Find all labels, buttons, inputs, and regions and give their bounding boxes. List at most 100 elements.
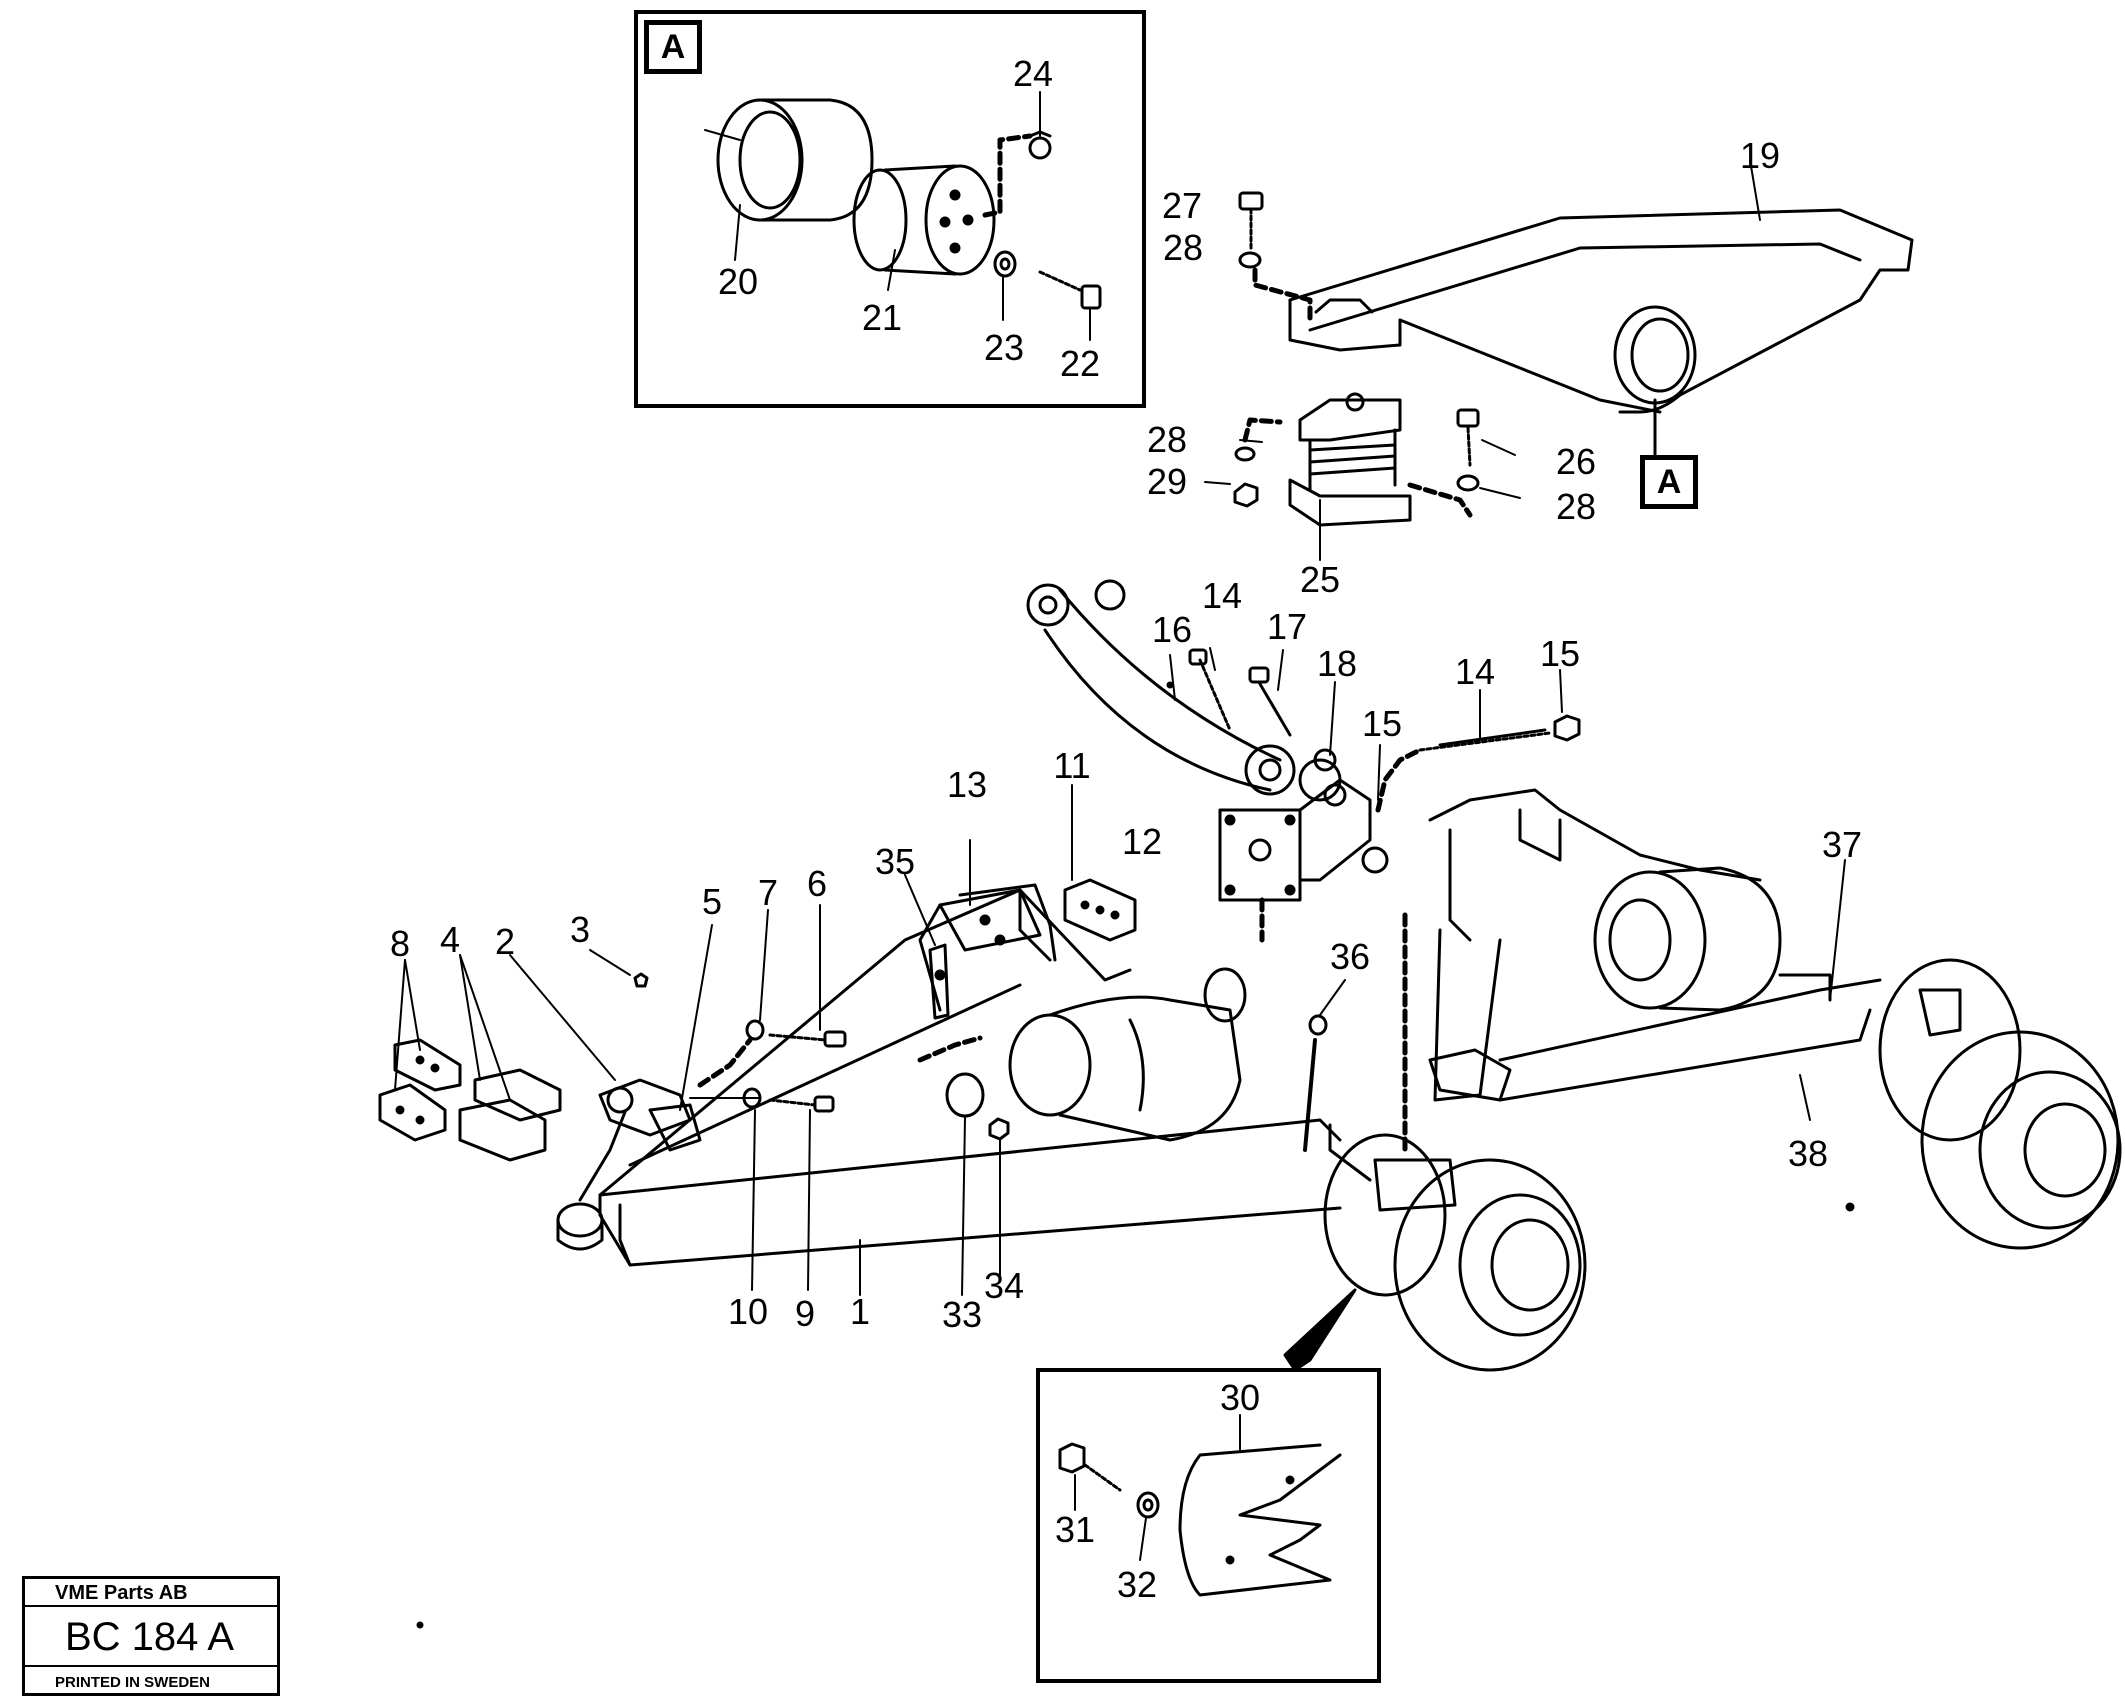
- part-label-9: 9: [794, 1293, 816, 1334]
- washer-23: [993, 250, 1017, 278]
- leader-16: [1169, 654, 1176, 701]
- leader-28-left: [1239, 439, 1263, 443]
- part-label-28-top: 28: [1162, 227, 1204, 268]
- leader-28-right: [1479, 487, 1521, 499]
- bolt-6-dashed: [697, 1037, 753, 1088]
- leader-14-upper: [1209, 647, 1216, 671]
- bolt-14-lower: [1418, 728, 1552, 752]
- part-label-5: 5: [701, 881, 723, 922]
- pin-36: [1303, 1038, 1317, 1152]
- part-label-11: 11: [1053, 745, 1091, 786]
- pad-4-upper: [473, 1068, 562, 1122]
- washer-28-left: [1234, 446, 1256, 462]
- leader-2: [509, 954, 616, 1081]
- part-label-14-lower: 14: [1454, 651, 1496, 692]
- detail-arrow: [1283, 1288, 1357, 1372]
- leader-32: [1139, 1517, 1147, 1561]
- leader-29: [1204, 481, 1231, 485]
- bolt-17: [1248, 666, 1292, 737]
- leader-19: [1749, 159, 1761, 221]
- part-label-19: 19: [1739, 135, 1781, 176]
- mount-bracket-2: [578, 1078, 692, 1202]
- washer-7: [745, 1019, 765, 1041]
- part-label-26: 26: [1555, 441, 1597, 482]
- part-label-4: 4: [439, 919, 461, 960]
- leader-3: [589, 949, 631, 976]
- leader-18: [1329, 681, 1336, 756]
- leader-38: [1799, 1074, 1811, 1121]
- leader-27-dashed: [1252, 267, 1313, 321]
- leader-4b: [459, 954, 511, 1101]
- leader-8a: [404, 959, 421, 1051]
- leader-37: [1829, 859, 1846, 1001]
- part-label-1: 1: [849, 1291, 871, 1332]
- part-label-10: 10: [727, 1291, 769, 1332]
- detail-a-box: [634, 10, 1146, 408]
- part-label-17: 17: [1266, 606, 1308, 647]
- part-label-15-left: 15: [1361, 703, 1403, 744]
- screw-26: [1456, 408, 1480, 467]
- brake-shield-30: [1178, 1443, 1342, 1597]
- part-label-7: 7: [757, 872, 779, 913]
- cover-33-dashed: [917, 1035, 983, 1063]
- part-label-29: 29: [1146, 461, 1188, 502]
- part-label-15-right: 15: [1539, 633, 1581, 674]
- part-label-21: 21: [861, 297, 903, 338]
- part-label-27: 27: [1161, 185, 1203, 226]
- part-label-22: 22: [1059, 343, 1101, 384]
- part-label-31: 31: [1054, 1509, 1096, 1550]
- washer-36: [1308, 1014, 1328, 1036]
- stamp-code: BC 184 A: [25, 1607, 277, 1667]
- detail-a-tag: A: [644, 20, 702, 74]
- bolt-6: [768, 1030, 847, 1048]
- pad-11: [1063, 878, 1137, 942]
- leader-17: [1277, 649, 1284, 691]
- reaction-rod: [1026, 579, 1342, 802]
- part-label-24: 24: [1012, 53, 1054, 94]
- leader-20: [734, 204, 741, 261]
- nut-3: [633, 972, 649, 988]
- bushing-lower: [556, 1202, 604, 1251]
- rubber-spring: [1288, 392, 1412, 527]
- nut-29: [1233, 482, 1259, 508]
- air-spring-bellows: [704, 98, 874, 222]
- part-label-8: 8: [389, 923, 411, 964]
- air-spring-piston: [852, 164, 996, 276]
- part-label-12: 12: [1121, 821, 1163, 862]
- screw-34: [988, 1117, 1010, 1141]
- leader-15-right: [1559, 669, 1563, 713]
- pad-5: [648, 1103, 702, 1152]
- part-label-33: 33: [941, 1294, 983, 1335]
- part-label-23: 23: [983, 327, 1025, 368]
- part-label-16: 16: [1151, 609, 1193, 650]
- leader-14-dashed: [1375, 747, 1423, 813]
- bogie-beam: [1288, 208, 1914, 414]
- nut-15-right: [1553, 714, 1581, 742]
- leader-15-left: [1377, 744, 1381, 801]
- leader-10: [751, 1109, 756, 1291]
- leader-7: [759, 909, 769, 1021]
- rear-axle: [1428, 788, 1882, 1102]
- leader-4a: [459, 954, 481, 1081]
- leader-5: [679, 924, 713, 1111]
- leader-36: [1319, 979, 1346, 1016]
- part-label-28-right: 28: [1555, 486, 1597, 527]
- part-label-18: 18: [1316, 643, 1358, 684]
- leader-21: [887, 249, 896, 291]
- part-label-28-left: 28: [1146, 419, 1188, 460]
- part-label-38: 38: [1787, 1133, 1829, 1174]
- pad-8-lower: [378, 1083, 447, 1142]
- pad-4-lower: [458, 1098, 547, 1162]
- leader-8b: [394, 959, 406, 1091]
- leader-35: [904, 874, 936, 946]
- part-label-34: 34: [983, 1265, 1025, 1306]
- bolt-9: [768, 1095, 835, 1113]
- part-label-13: 13: [946, 764, 988, 805]
- callout-a-tag: A: [1640, 455, 1698, 509]
- part-label-6: 6: [806, 863, 828, 904]
- leader-9: [807, 1109, 811, 1291]
- pad-8-upper: [393, 1038, 462, 1092]
- part-label-25: 25: [1299, 559, 1341, 600]
- part-label-37: 37: [1821, 824, 1863, 865]
